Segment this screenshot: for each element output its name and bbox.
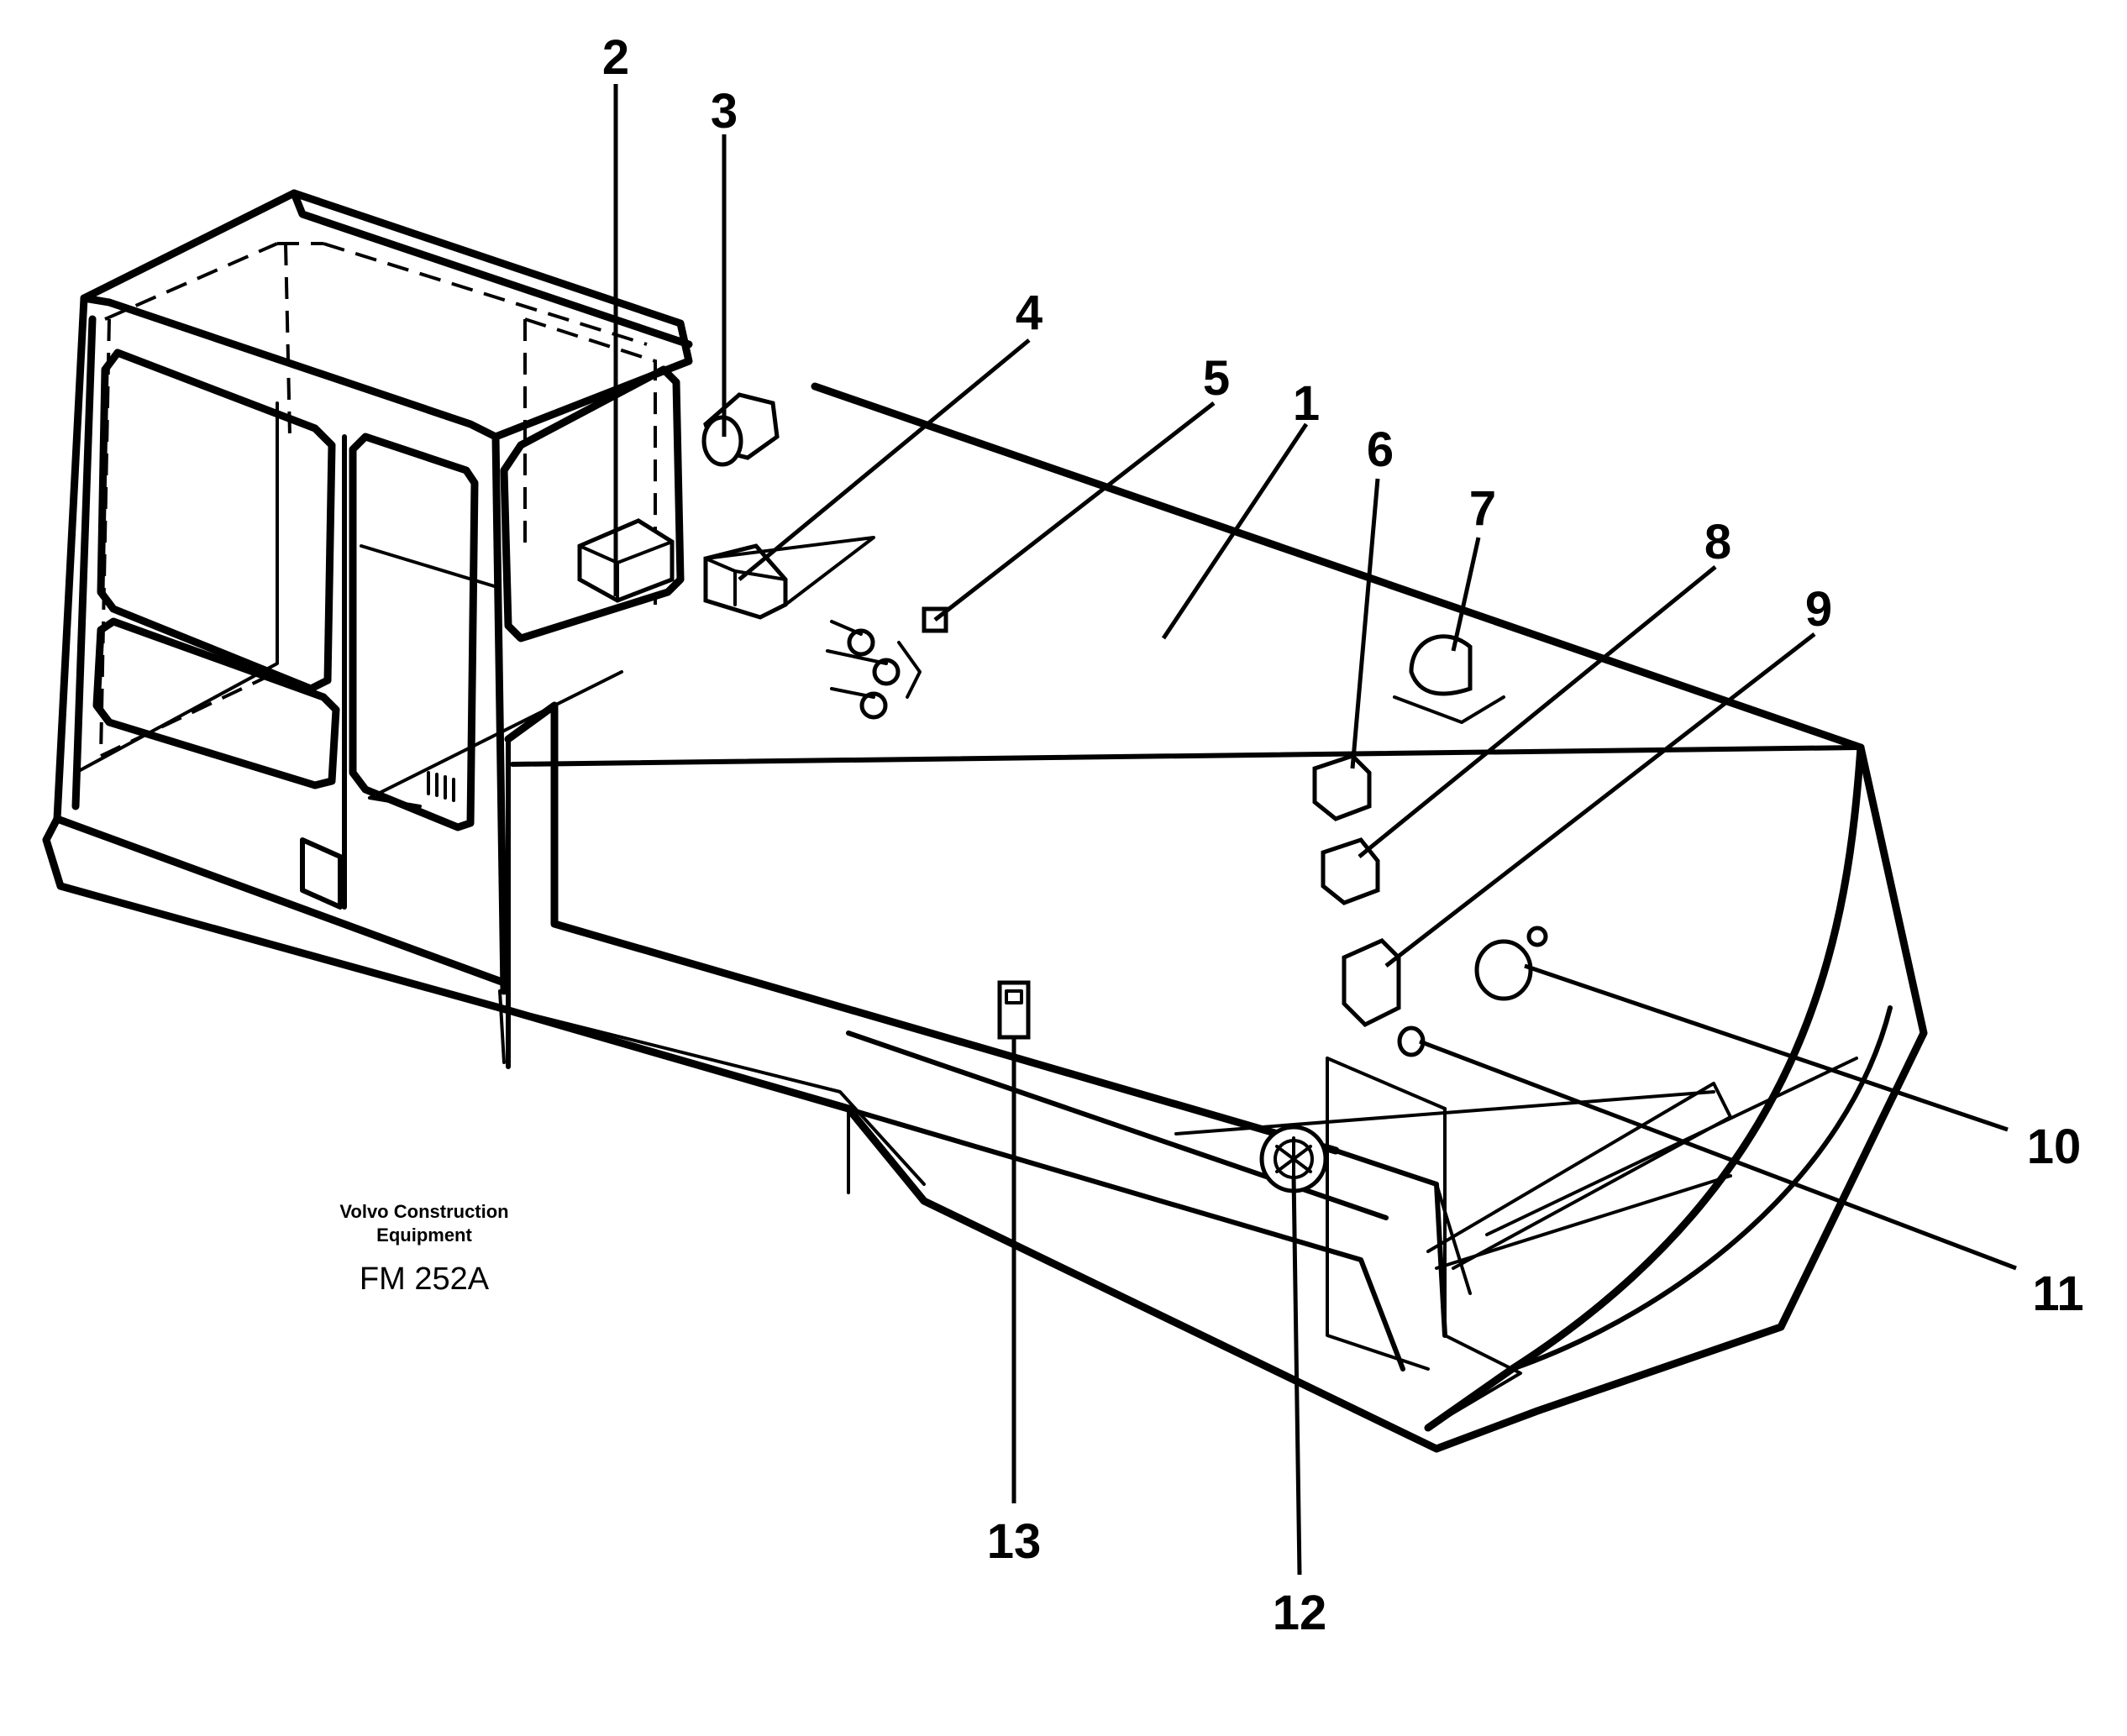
callout-1: 1 [1293,376,1320,431]
callout-13: 13 [987,1514,1042,1569]
callout-9: 9 [1805,582,1832,637]
component-2-box [577,518,675,603]
machine-body [42,382,1928,1453]
callout-5: 5 [1203,351,1230,406]
figure-caption: Volvo Construction Equipment FM 252A [339,1201,508,1297]
component-13-connector [997,980,1031,1040]
cab [53,189,693,995]
component-8-switch [1321,837,1380,905]
component-10-lamp [1474,926,1548,1001]
callout-10: 10 [2027,1120,2082,1174]
callout-3: 3 [711,84,738,139]
component-7-beacon [1393,634,1505,724]
callout-6: 6 [1367,422,1394,477]
caption-company-line2: Equipment [376,1225,472,1246]
caption-company-line1: Volvo Construction [339,1201,508,1222]
callout-7: 7 [1469,481,1496,536]
component-4-relay-block [703,536,875,620]
callout-8: 8 [1704,515,1731,569]
component-horn-set [826,620,922,720]
component-3-cylinder [701,392,780,467]
component-9-lamp [1342,938,1401,1028]
component-6-switch [1312,753,1372,821]
callout-2: 2 [602,30,629,85]
component-11-sensor [1397,1025,1426,1057]
caption-code: FM 252A [360,1261,490,1297]
callout-11: 11 [2032,1267,2083,1321]
callout-12: 12 [1273,1586,1327,1640]
callout-4: 4 [1016,286,1042,340]
leader-lines [613,84,2017,1576]
callout-labels: 2 3 4 5 1 6 7 8 9 10 11 12 13 [602,30,2084,1640]
